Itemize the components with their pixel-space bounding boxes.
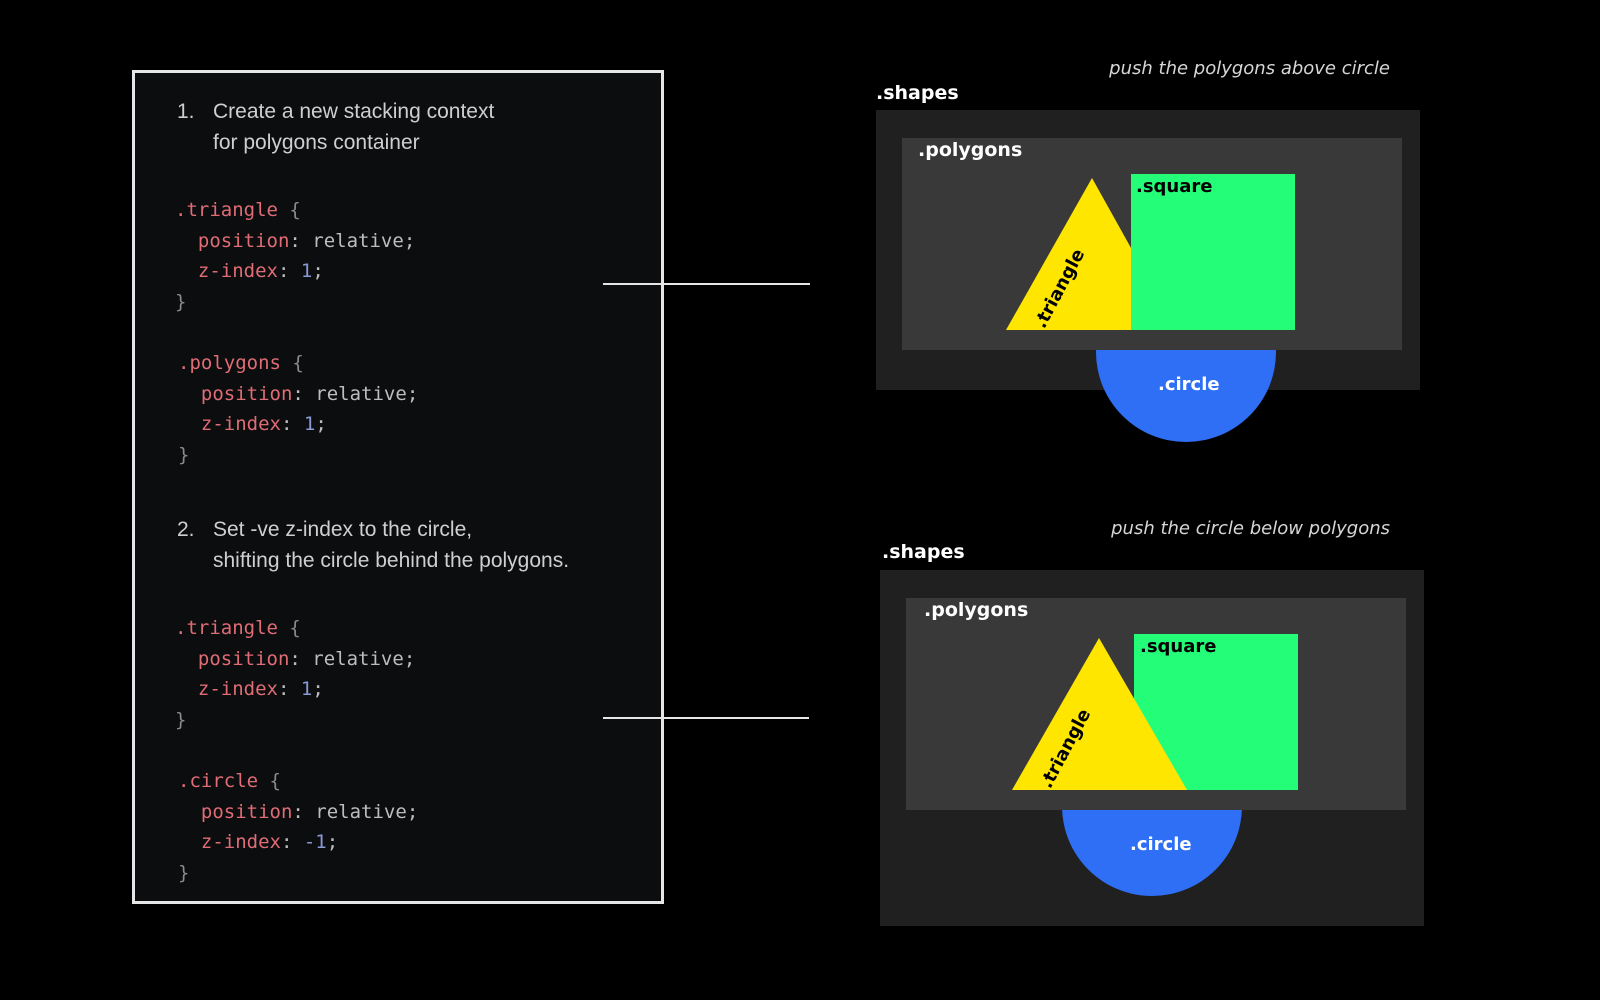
code-value: 1 bbox=[303, 413, 316, 436]
code-line: } bbox=[175, 287, 415, 318]
caption-top: push the polygons above circle bbox=[1109, 58, 1390, 79]
triangle-bottom bbox=[1012, 638, 1187, 790]
code-semicolon: ; bbox=[403, 647, 416, 670]
code-brace-close: } bbox=[178, 443, 190, 466]
code-semicolon: ; bbox=[403, 229, 416, 252]
code-brace-open: { bbox=[277, 199, 301, 221]
code-property: z-index bbox=[200, 831, 281, 854]
code-colon: : bbox=[277, 678, 301, 701]
code-semicolon: ; bbox=[406, 382, 419, 405]
code-line: } bbox=[178, 440, 418, 471]
code-colon: : bbox=[289, 229, 313, 252]
step-1-number: 1. bbox=[177, 100, 195, 123]
code-semicolon: ; bbox=[326, 831, 339, 854]
step-1: 1. Create a new stacking context for pol… bbox=[177, 96, 494, 158]
code-selector: .polygons bbox=[178, 352, 281, 374]
code-colon: : bbox=[280, 831, 304, 854]
code-semicolon: ; bbox=[312, 678, 324, 701]
code-colon: : bbox=[289, 647, 313, 670]
code-value: 1 bbox=[300, 260, 313, 283]
code-colon: : bbox=[280, 413, 304, 436]
shapes-label-bottom: .shapes bbox=[882, 541, 965, 563]
step-1-line-2: for polygons container bbox=[213, 131, 420, 154]
code-line: z-index: 1; bbox=[175, 674, 415, 705]
triangle-top bbox=[1006, 178, 1131, 330]
code-brace-open: { bbox=[280, 352, 304, 374]
code-selector: .triangle bbox=[175, 617, 278, 639]
code-block-polygons: .polygons { position: relative; z-index:… bbox=[178, 348, 418, 470]
connector-line-top bbox=[603, 283, 810, 285]
code-colon: : bbox=[277, 260, 301, 283]
code-value: relative bbox=[312, 647, 404, 670]
code-semicolon: ; bbox=[406, 800, 419, 823]
code-value: relative bbox=[315, 800, 407, 823]
step-2-line-2: shifting the circle behind the polygons. bbox=[213, 549, 570, 572]
code-selector: .triangle bbox=[175, 199, 278, 221]
code-property: position bbox=[200, 382, 293, 405]
code-line: position: relative; bbox=[175, 644, 415, 675]
code-line: .triangle { bbox=[175, 613, 415, 644]
code-property: z-index bbox=[197, 260, 278, 283]
polygons-label-bottom: .polygons bbox=[924, 599, 1029, 621]
code-selector: .circle bbox=[178, 770, 259, 792]
code-line: z-index: -1; bbox=[178, 827, 418, 858]
code-brace-close: } bbox=[175, 708, 187, 731]
code-property: position bbox=[200, 800, 293, 823]
code-line: z-index: 1; bbox=[178, 409, 418, 440]
code-value: relative bbox=[315, 382, 407, 405]
code-line: z-index: 1; bbox=[175, 256, 415, 287]
code-property: z-index bbox=[200, 413, 281, 436]
code-semicolon: ; bbox=[315, 413, 327, 436]
code-property: z-index bbox=[197, 678, 278, 701]
square-label-top: .square bbox=[1136, 176, 1213, 197]
code-value: -1 bbox=[303, 831, 327, 854]
code-line: position: relative; bbox=[178, 379, 418, 410]
code-line: position: relative; bbox=[175, 226, 415, 257]
square-label-bottom: .square bbox=[1140, 636, 1217, 657]
code-block-triangle-1: .triangle { position: relative; z-index:… bbox=[175, 195, 415, 317]
step-2-line-1: Set -ve z-index to the circle, bbox=[213, 518, 473, 541]
code-block-circle: .circle { position: relative; z-index: -… bbox=[178, 766, 418, 888]
code-panel: 1. Create a new stacking context for pol… bbox=[132, 70, 664, 904]
code-value: 1 bbox=[300, 678, 313, 701]
step-2-number: 2. bbox=[177, 518, 195, 541]
code-property: position bbox=[197, 229, 290, 252]
code-semicolon: ; bbox=[312, 260, 324, 283]
code-line: .triangle { bbox=[175, 195, 415, 226]
square-top bbox=[1131, 174, 1295, 330]
connector-line-bottom bbox=[603, 717, 809, 719]
code-value: relative bbox=[312, 229, 404, 252]
step-1-line-1: Create a new stacking context bbox=[213, 100, 495, 123]
code-brace-close: } bbox=[178, 861, 190, 884]
code-line: .polygons { bbox=[178, 348, 418, 379]
code-colon: : bbox=[292, 382, 316, 405]
code-colon: : bbox=[292, 800, 316, 823]
code-property: position bbox=[197, 647, 290, 670]
code-brace-open: { bbox=[258, 770, 281, 792]
code-brace-open: { bbox=[277, 617, 301, 639]
code-line: } bbox=[178, 858, 418, 889]
code-line: .circle { bbox=[178, 766, 418, 797]
caption-bottom: push the circle below polygons bbox=[1111, 518, 1390, 539]
code-line: } bbox=[175, 705, 415, 736]
step-2: 2. Set -ve z-index to the circle, shifti… bbox=[177, 514, 569, 576]
circle-label-bottom: .circle bbox=[1130, 834, 1192, 855]
code-brace-close: } bbox=[175, 290, 187, 313]
code-line: position: relative; bbox=[178, 797, 418, 828]
circle-label-top: .circle bbox=[1158, 374, 1220, 395]
shapes-label-top: .shapes bbox=[876, 82, 959, 104]
polygons-label-top: .polygons bbox=[918, 139, 1023, 161]
code-block-triangle-2: .triangle { position: relative; z-index:… bbox=[175, 613, 415, 735]
